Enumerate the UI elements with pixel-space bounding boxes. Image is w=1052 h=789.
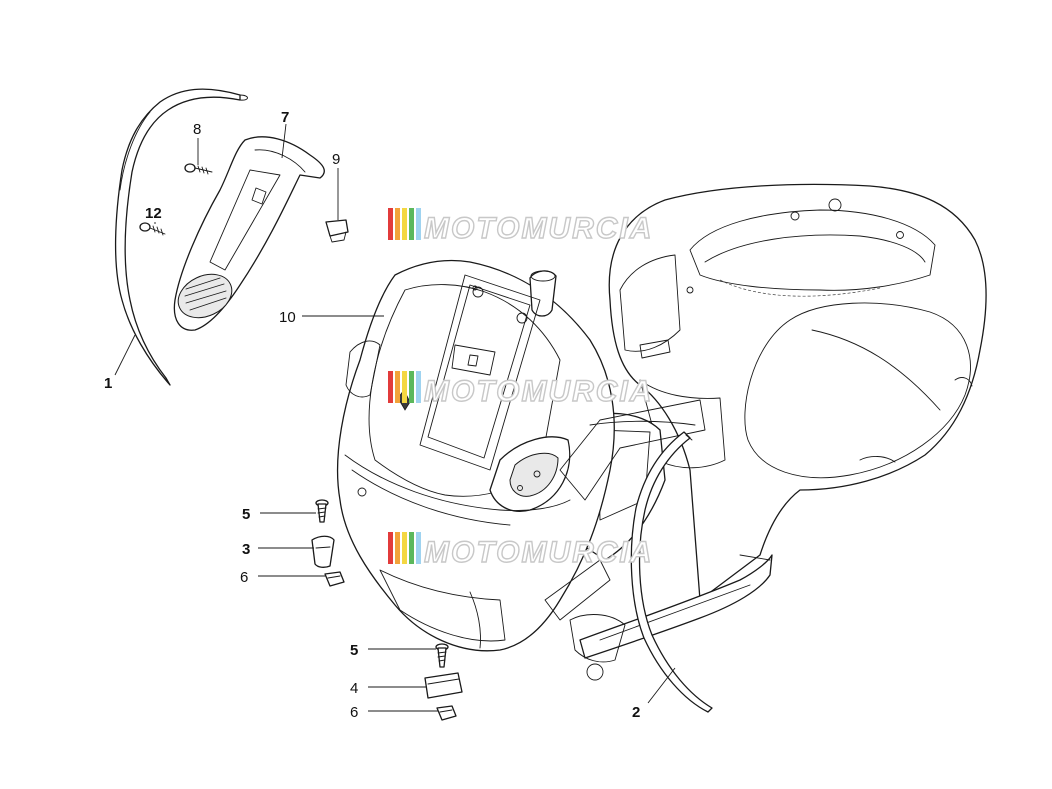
horn-grille-lines	[184, 277, 227, 311]
callout-1: 1	[104, 375, 112, 392]
stripe-2	[402, 208, 407, 240]
watermark-text: MOTOMURCIA	[424, 536, 653, 569]
watermark-stripes	[388, 371, 421, 403]
stripe-3	[409, 532, 414, 564]
leader-lines	[114, 123, 676, 712]
stripe-1	[395, 208, 400, 240]
part-5a-screw	[315, 499, 329, 523]
callout-5a: 5	[242, 506, 250, 523]
part-3-bracket	[311, 535, 335, 568]
callout-8: 8	[193, 121, 201, 138]
stripe-0	[388, 371, 393, 403]
callout-10: 10	[279, 309, 296, 326]
callout-7: 7	[281, 109, 289, 126]
callout-6a: 6	[240, 569, 248, 586]
callout-labels: 1 2 3 4 5 5 6 6 7 8 9 10 12	[104, 109, 640, 721]
callout-12: 12	[145, 205, 162, 222]
part-1-trim-strip	[114, 88, 248, 386]
part-6b-clip	[436, 705, 457, 721]
stripe-3	[409, 371, 414, 403]
watermark-bottom: MOTOMURCIA	[388, 532, 653, 570]
part-9-clip	[325, 219, 349, 243]
part-12-screw	[139, 222, 166, 236]
callout-3: 3	[242, 541, 250, 558]
stripe-0	[388, 532, 393, 564]
watermark-text: MOTOMURCIA	[424, 212, 653, 245]
callout-5b: 5	[350, 642, 358, 659]
stripe-4	[416, 371, 421, 403]
stripe-2	[402, 371, 407, 403]
lower-cross-frame	[544, 399, 706, 621]
stripe-2	[402, 532, 407, 564]
footboard-strip	[579, 554, 773, 659]
part-4-cover-plate	[424, 672, 463, 699]
watermark-stripes	[388, 532, 421, 564]
stripe-0	[388, 208, 393, 240]
part-2-seal-strip	[630, 431, 713, 713]
stripe-4	[416, 532, 421, 564]
part-8-screw	[184, 163, 213, 175]
watermark-middle: MOTOMURCIA	[388, 371, 653, 409]
watermark-stripes	[388, 208, 421, 240]
part-7-horn-cover	[173, 136, 325, 331]
callout-4: 4	[350, 680, 358, 697]
stripe-4	[416, 208, 421, 240]
part-6a-clip	[324, 571, 345, 587]
front-leg-shield	[336, 259, 626, 681]
stripe-1	[395, 371, 400, 403]
stripe-3	[409, 208, 414, 240]
watermark-text: MOTOMURCIA	[424, 375, 653, 408]
callout-6b: 6	[350, 704, 358, 721]
stripe-1	[395, 532, 400, 564]
callout-2: 2	[632, 704, 640, 721]
callout-9: 9	[332, 151, 340, 168]
part-5b-screw	[435, 643, 449, 668]
watermark-top: MOTOMURCIA	[388, 208, 653, 246]
